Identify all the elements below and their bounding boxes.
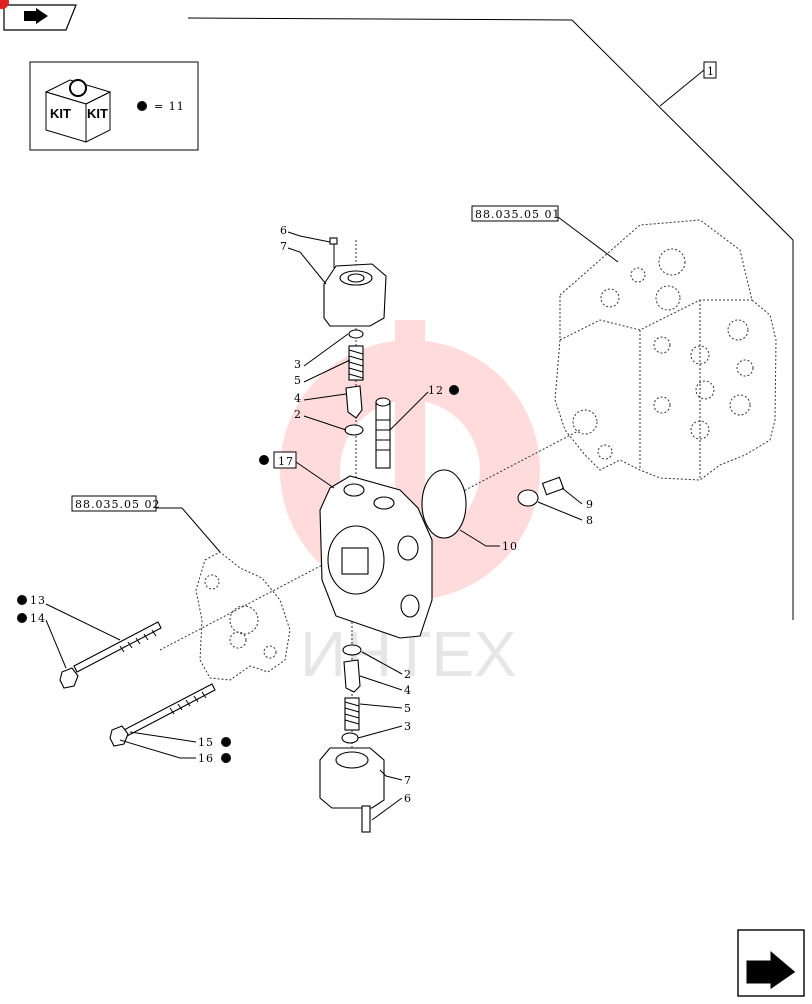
valve-section-body — [319, 475, 433, 639]
oring-top — [344, 424, 364, 436]
callout-2-top: 2 — [294, 408, 302, 421]
kit-label-right: KIT — [87, 106, 108, 121]
washer-bottom — [341, 732, 359, 744]
callout-lines — [45, 231, 583, 821]
callout-13: 13 — [30, 594, 46, 607]
callout-4-bottom: 4 — [404, 684, 412, 697]
callout-14: 14 — [30, 612, 46, 625]
top-cover-assembly — [323, 237, 387, 327]
relief-valve — [375, 397, 391, 469]
callout-15: 15 — [198, 736, 214, 749]
ref-section: 17 — [259, 451, 335, 489]
callout-7-bottom: 7 — [404, 774, 412, 787]
svg-text:88.035.05 01: 88.035.05 01 — [475, 208, 560, 221]
oring-bottom — [342, 644, 362, 656]
kit-label-left: KIT — [50, 106, 71, 121]
spring-bottom — [344, 697, 360, 731]
spring-top — [348, 345, 364, 381]
callout-7-top: 7 — [280, 240, 288, 253]
oring-10 — [421, 469, 467, 539]
prev-page-button[interactable] — [0, 0, 77, 31]
kit-icon: KIT KIT — [44, 79, 112, 143]
callout-12: 12 — [428, 384, 444, 397]
callout-10: 10 — [502, 540, 518, 553]
callout-6-top: 6 — [280, 224, 288, 237]
callout-8: 8 — [586, 514, 594, 527]
kit-equation: = 11 — [154, 100, 185, 113]
svg-text:1: 1 — [707, 65, 715, 78]
next-page-button[interactable] — [737, 929, 805, 997]
callout-5-top: 5 — [294, 374, 302, 387]
ref-housing-left: 88.035.05 02 — [71, 495, 160, 512]
valve-housing-outline — [554, 219, 777, 481]
callout-labels: 6 7 3 5 4 2 12 9 8 10 13 14 15 16 2 4 5 … — [17, 224, 594, 805]
callout-2-bottom: 2 — [404, 668, 412, 681]
svg-text:17: 17 — [278, 455, 294, 468]
back-arrow-icon — [24, 8, 48, 24]
forward-arrow-icon — [745, 948, 797, 991]
callout-4-top: 4 — [294, 392, 302, 405]
plug-8 — [517, 489, 539, 507]
callout-3-bottom: 3 — [404, 720, 412, 733]
plunger-bottom — [343, 659, 361, 693]
callout-9: 9 — [586, 498, 594, 511]
callout-5-bottom: 5 — [404, 702, 412, 715]
left-housing-outline — [195, 551, 291, 681]
spring-9 — [541, 476, 565, 496]
washer-top — [348, 329, 364, 339]
svg-text:88.035.05 02: 88.035.05 02 — [75, 498, 160, 511]
ref-housing-top: 88.035.05 01 — [471, 205, 560, 222]
callout-6-bottom: 6 — [404, 792, 412, 805]
tie-rod-upper — [59, 621, 162, 689]
callout-16: 16 — [198, 752, 214, 765]
tie-rod-lower — [109, 683, 216, 747]
ref-main-box: 1 — [703, 61, 717, 79]
bottom-cover-assembly — [319, 747, 385, 833]
callout-3-top: 3 — [294, 358, 302, 371]
plunger-top — [345, 385, 363, 419]
kit-legend: KIT KIT = 11 — [29, 61, 199, 151]
